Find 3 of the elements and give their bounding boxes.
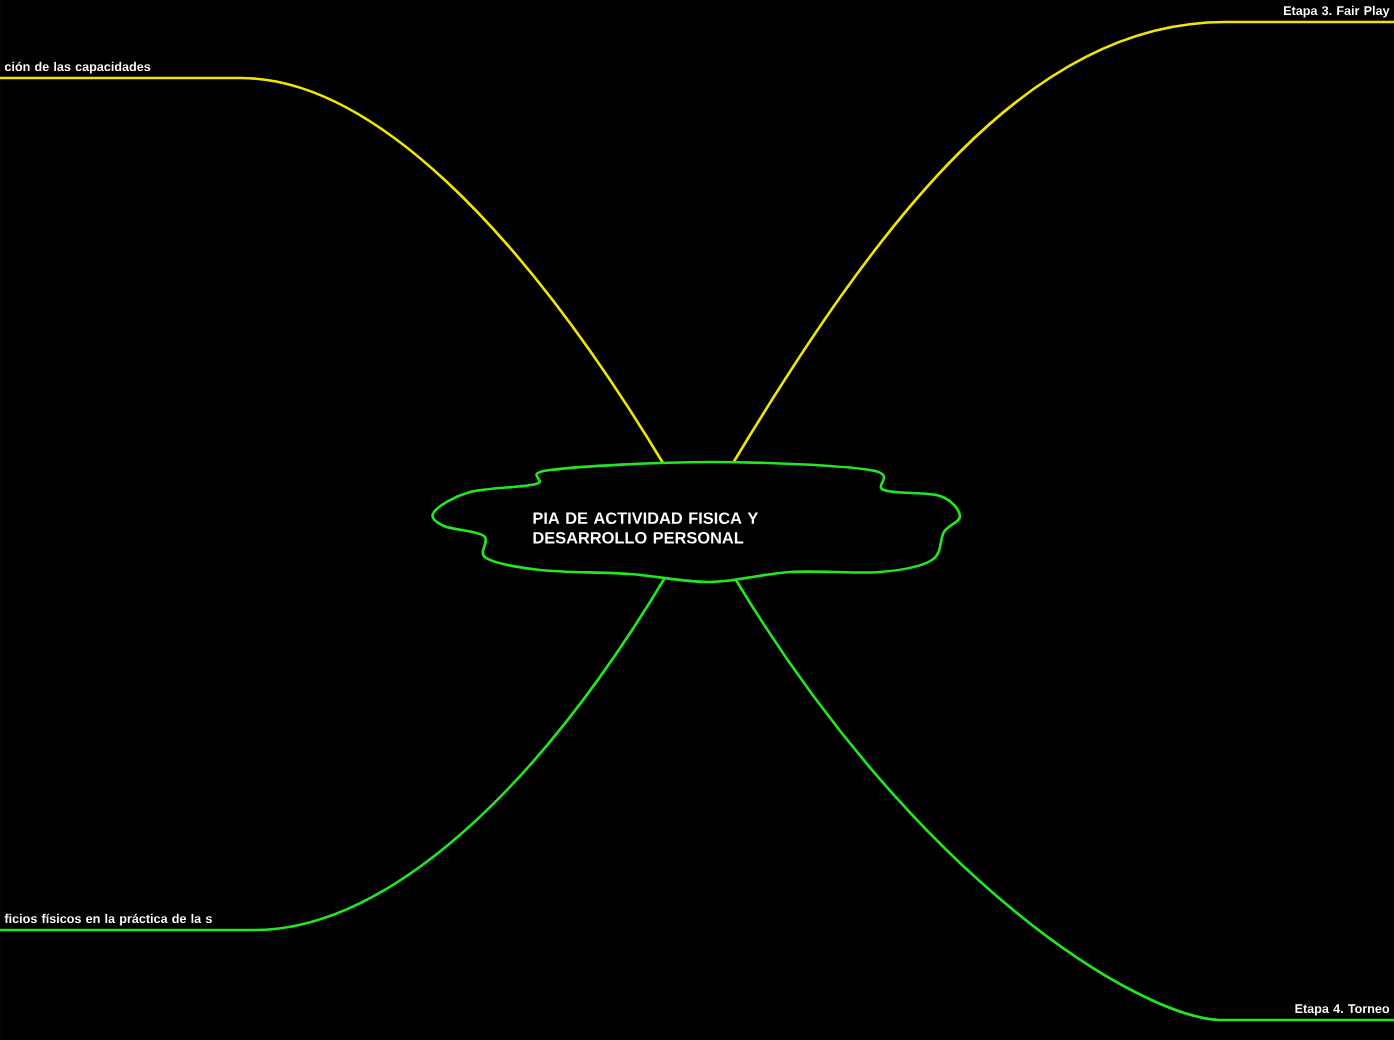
branch-line (0, 575, 668, 932)
cloud-node: PIA DE ACTIVIDAD FISICA Y DESARROLLO PERSONAL (431, 460, 962, 584)
branch-line (734, 579, 1394, 1022)
